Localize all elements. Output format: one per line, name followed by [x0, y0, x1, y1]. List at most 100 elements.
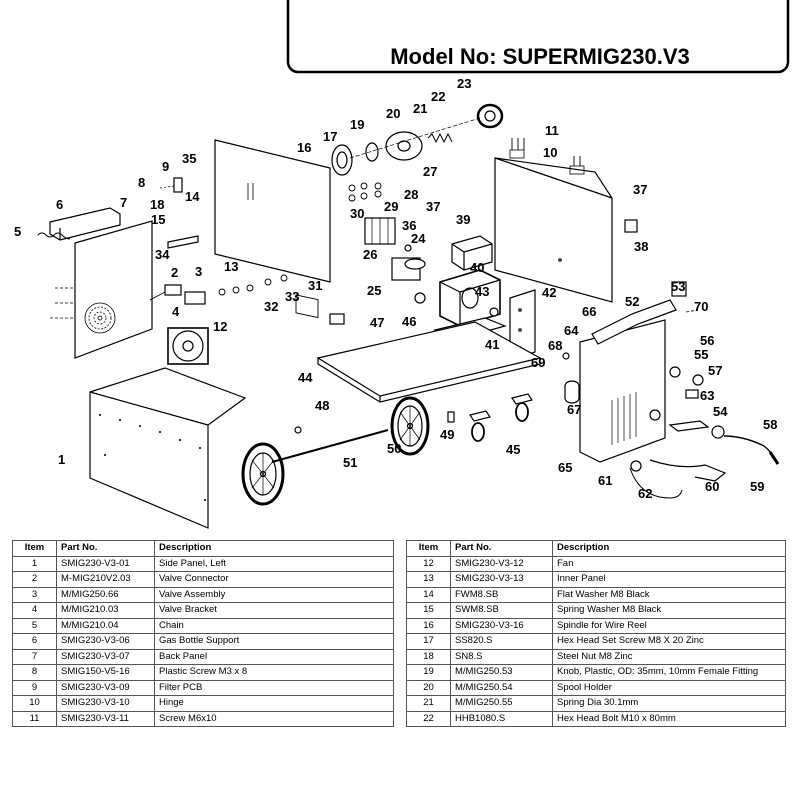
callout-label: 30: [350, 206, 364, 221]
part-filter-pcb: [159, 177, 183, 193]
cell-part-no: M/MIG210.03: [56, 602, 155, 619]
cell-item: 19: [406, 664, 451, 681]
cell-part-no: M/MIG250.66: [56, 586, 155, 603]
cell-description: Flat Washer M8 Black: [552, 586, 786, 603]
cell-description: Valve Connector: [154, 571, 394, 588]
callout-label: 33: [285, 289, 299, 304]
cell-item: 13: [406, 571, 451, 588]
callout-label: 11: [545, 123, 559, 138]
cell-part-no: SMIG230-V3-11: [56, 710, 155, 727]
part-castor-wheels: [469, 393, 533, 442]
callout-label: 68: [548, 338, 562, 353]
part-47: [329, 313, 345, 325]
cell-description: Chain: [154, 617, 394, 634]
cell-description: Side Panel, Left: [154, 555, 394, 572]
callout-label: 44: [298, 370, 313, 385]
callout-label: 12: [213, 319, 227, 334]
callout-label: 18: [150, 197, 164, 212]
callout-label: 54: [713, 404, 728, 419]
callout-label: 41: [485, 337, 499, 352]
col-header-description: Description: [552, 540, 786, 557]
cell-item: 16: [406, 617, 451, 634]
callout-label: 70: [694, 299, 708, 314]
callout-label: 13: [224, 259, 238, 274]
callout-label: 62: [638, 486, 652, 501]
cell-part-no: SMIG230-V3-06: [56, 633, 155, 650]
col-header-description: Description: [154, 540, 394, 557]
callout-label: 39: [456, 212, 470, 227]
callout-label: 3: [195, 264, 202, 279]
callout-label: 19: [350, 117, 364, 132]
cell-part-no: SMIG150-V5-16: [56, 664, 155, 681]
callout-labels: 1 2 3 4 5 6 7 8 9 10 11 12 13 14 15 16 1…: [14, 76, 777, 501]
cell-part-no: FWM8.SB: [450, 586, 553, 603]
part-valve-assembly: [149, 284, 206, 305]
cell-part-no: SS820.S: [450, 633, 553, 650]
cell-description: Hex Head Set Screw M8 X 20 Zinc: [552, 633, 786, 650]
callout-label: 60: [705, 479, 719, 494]
callout-label: 32: [264, 299, 278, 314]
part-transformer: [439, 269, 501, 327]
cell-description: Hinge: [154, 695, 394, 712]
callout-label: 56: [700, 333, 714, 348]
cell-description: Inner Panel: [552, 571, 786, 588]
callout-label: 22: [431, 89, 445, 104]
cell-description: Screw M6x10: [154, 710, 394, 727]
callout-label: 51: [343, 455, 357, 470]
cell-description: Hex Head Bolt M10 x 80mm: [552, 710, 786, 727]
cell-item: 12: [406, 555, 451, 572]
part-63: [685, 389, 699, 399]
callout-label: 53: [671, 279, 685, 294]
part-rectifier: [364, 217, 396, 245]
part-67: [564, 380, 580, 404]
callout-label: 23: [457, 76, 471, 91]
callout-label: 16: [297, 140, 311, 155]
callout-label: 6: [56, 197, 63, 212]
callout-label: 46: [402, 314, 416, 329]
cell-part-no: HHB1080.S: [450, 710, 553, 727]
part-spindle-assembly: [331, 103, 504, 176]
cell-item: 14: [406, 586, 451, 603]
cell-item: 6: [12, 633, 57, 650]
part-38: [624, 219, 638, 233]
callout-label: 17: [323, 129, 337, 144]
cell-description: Spindle for Wire Reel: [552, 617, 786, 634]
cell-part-no: SMIG230-V3-07: [56, 648, 155, 665]
cell-item: 21: [406, 695, 451, 712]
cell-description: Valve Bracket: [154, 602, 394, 619]
cell-part-no: SN8.S: [450, 648, 553, 665]
part-torch-connector: [591, 281, 699, 345]
cell-part-no: SMIG230-V3-16: [450, 617, 553, 634]
callout-label: 48: [315, 398, 329, 413]
callout-label: 69: [531, 355, 545, 370]
callout-label: 55: [694, 347, 708, 362]
part-earth-clamp: [629, 459, 727, 499]
part-48: [294, 426, 302, 434]
callout-label: 35: [182, 151, 196, 166]
callout-label: 61: [598, 473, 612, 488]
cell-part-no: SMIG230-V3-12: [450, 555, 553, 572]
part-68: [562, 352, 570, 360]
callout-label: 4: [172, 304, 180, 319]
cell-item: 17: [406, 633, 451, 650]
cell-item: 4: [12, 602, 57, 619]
part-chain: [37, 232, 71, 240]
cell-part-no: M/MIG250.53: [450, 664, 553, 681]
callout-label: 63: [700, 388, 714, 403]
table-header-row: Item Part No. Description: [406, 540, 786, 557]
callout-label: 8: [138, 175, 145, 190]
callout-label: 43: [475, 284, 489, 299]
